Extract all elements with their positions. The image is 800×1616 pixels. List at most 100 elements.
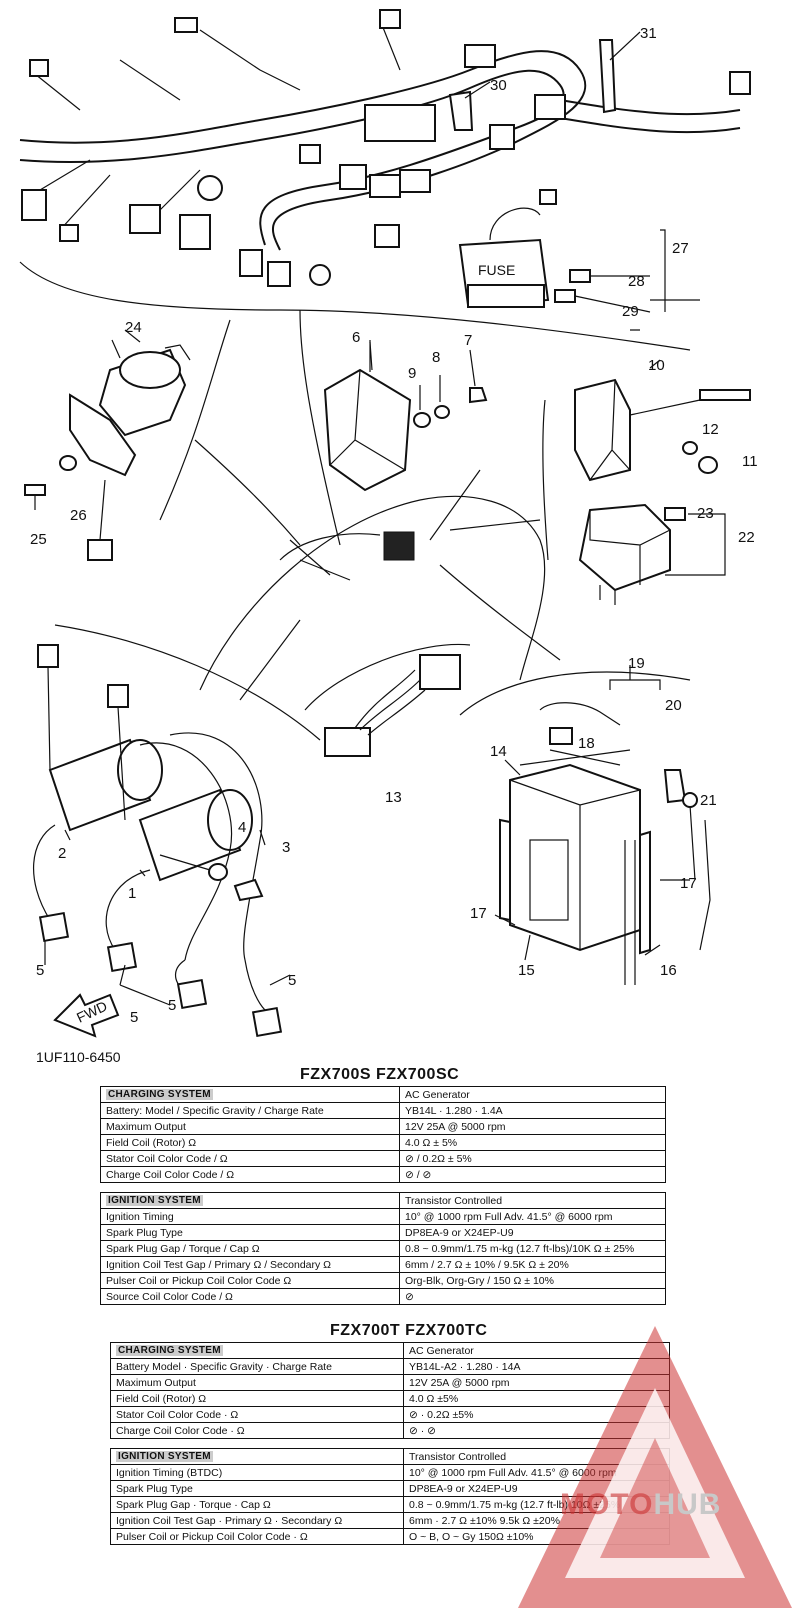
watermark-text: MOTOHUB (560, 1488, 721, 1522)
table-row: Charge Coil Color Code / Ω⊘ / ⊘ (100, 1166, 666, 1183)
part-number-4: 4 (238, 819, 246, 836)
nut-26 (59, 455, 77, 471)
part-number-21: 21 (700, 792, 717, 809)
part-number-19: 19 (628, 655, 645, 672)
washer-8 (434, 405, 450, 419)
part-number-27: 27 (672, 240, 689, 257)
plug-cap-d (251, 1006, 283, 1038)
table-row: Source Coil Color Code / Ω⊘ (100, 1288, 666, 1306)
spec-label: Charge Coil Color Code / Ω (100, 1166, 400, 1183)
part-number-9: 9 (408, 365, 416, 382)
spec-label: Spark Plug Gap · Torque · Cap Ω (110, 1496, 404, 1514)
starter-relay (574, 378, 751, 482)
fuse-23 (664, 507, 686, 521)
screw-7 (469, 387, 488, 404)
table-row: Battery Model · Specific Gravity · Charg… (110, 1358, 670, 1375)
spec-value: 12V 25A @ 5000 rpm (399, 1118, 666, 1135)
watermark-logo (518, 1326, 792, 1608)
battery (499, 749, 651, 985)
fuse-box: FUSE (458, 207, 550, 308)
part-number-10: 10 (648, 357, 665, 374)
spec-label: Spark Plug Gap / Torque / Cap Ω (100, 1240, 400, 1258)
fuse-29 (554, 289, 576, 303)
spec-label: Charge Coil Color Code · Ω (110, 1422, 404, 1439)
band-31 (598, 39, 617, 114)
spec-label: Stator Coil Color Code · Ω (110, 1406, 404, 1423)
watermark-prefix: MOTO (560, 1488, 654, 1521)
section-title: CHARGING SYSTEM (116, 1345, 223, 1356)
spec-label: Maximum Output (110, 1374, 404, 1391)
spec-value: YB14L-A2 · 1.280 · 14A (403, 1358, 670, 1375)
section-title-cell: IGNITION SYSTEM (110, 1448, 404, 1466)
turn-relay (578, 503, 671, 605)
nut-4 (208, 863, 228, 881)
section-title-cell: CHARGING SYSTEM (100, 1086, 400, 1103)
ignitor-unit (323, 368, 412, 492)
catalog-code: 1UF110-6450 (36, 1049, 121, 1065)
plug-cap-b (106, 941, 138, 973)
ground-lead-21 (682, 792, 698, 808)
section-title-cell: IGNITION SYSTEM (100, 1192, 400, 1210)
bolt-25 (24, 484, 46, 496)
part-number-18: 18 (578, 735, 595, 752)
frame-sketch (199, 495, 546, 691)
part-number-1: 1 (128, 885, 136, 902)
washer-9 (413, 412, 431, 428)
spec-label: Field Coil (Rotor) Ω (110, 1390, 404, 1407)
spec-value: YB14L · 1.280 · 1.4A (399, 1102, 666, 1119)
spec-label: Ignition Coil Test Gap / Primary Ω / Sec… (100, 1256, 400, 1274)
part-number-16: 16 (660, 962, 677, 979)
part-number-5: 5 (130, 1009, 138, 1026)
watermark-suffix: HUB (653, 1488, 722, 1521)
table-row: Stator Coil Color Code / Ω⊘ / 0.2Ω ± 5% (100, 1150, 666, 1167)
part-number-31: 31 (640, 25, 657, 42)
washer-12 (682, 441, 698, 455)
section-value: AC Generator (399, 1086, 666, 1103)
part-number-17: 17 (680, 875, 697, 892)
spec-label: Field Coil (Rotor) Ω (100, 1134, 400, 1151)
plug-cap-a (38, 911, 70, 943)
part-number-8: 8 (432, 349, 440, 366)
spec-value: 4.0 Ω ±5% (403, 1390, 670, 1407)
spec-label: Spark Plug Type (110, 1480, 404, 1498)
part-number-7: 7 (464, 332, 472, 349)
spec-label: Ignition Coil Test Gap · Primary Ω · Sec… (110, 1512, 404, 1530)
part-number-5: 5 (36, 962, 44, 979)
spec-label: Ignition Timing (100, 1208, 400, 1226)
ignition-coils (37, 644, 263, 961)
spec-value: 4.0 Ω ± 5% (399, 1134, 666, 1151)
table-row: Stator Coil Color Code · Ω⊘ · 0.2Ω ±5% (110, 1406, 670, 1423)
part-number-14: 14 (490, 743, 507, 760)
part-number-22: 22 (738, 529, 755, 546)
part-number-26: 26 (70, 507, 87, 524)
fuse-label: FUSE (478, 262, 515, 278)
table-row: Ignition Coil Test Gap / Primary Ω / Sec… (100, 1256, 666, 1274)
spec-label: Battery Model · Specific Gravity · Charg… (110, 1358, 404, 1375)
spec-value: 6mm / 2.7 Ω ± 10% / 9.5K Ω ± 20% (399, 1256, 666, 1274)
spec-label: Spark Plug Type (100, 1224, 400, 1242)
spec-value: Org-Blk, Org-Gry / 150 Ω ± 10% (399, 1272, 666, 1290)
table-heading: FZX700T FZX700TC (330, 1322, 488, 1339)
section-title-cell: CHARGING SYSTEM (110, 1342, 404, 1359)
spec-label: Stator Coil Color Code / Ω (100, 1150, 400, 1167)
part-number-12: 12 (702, 421, 719, 438)
wire-harness (19, 9, 751, 287)
part-number-11: 11 (742, 453, 758, 470)
spec-label: Pulser Coil or Pickup Coil Color Code Ω (100, 1272, 400, 1290)
spec-label: Battery: Model / Specific Gravity / Char… (100, 1102, 400, 1119)
part-number-3: 3 (282, 839, 290, 856)
part-number-17: 17 (470, 905, 487, 922)
fuse-28 (569, 269, 591, 283)
part-number-20: 20 (665, 697, 682, 714)
spec-label: Maximum Output (100, 1118, 400, 1135)
spec-value: ⊘ (399, 1288, 666, 1306)
spec-label: Pulser Coil or Pickup Coil Color Code · … (110, 1528, 404, 1546)
